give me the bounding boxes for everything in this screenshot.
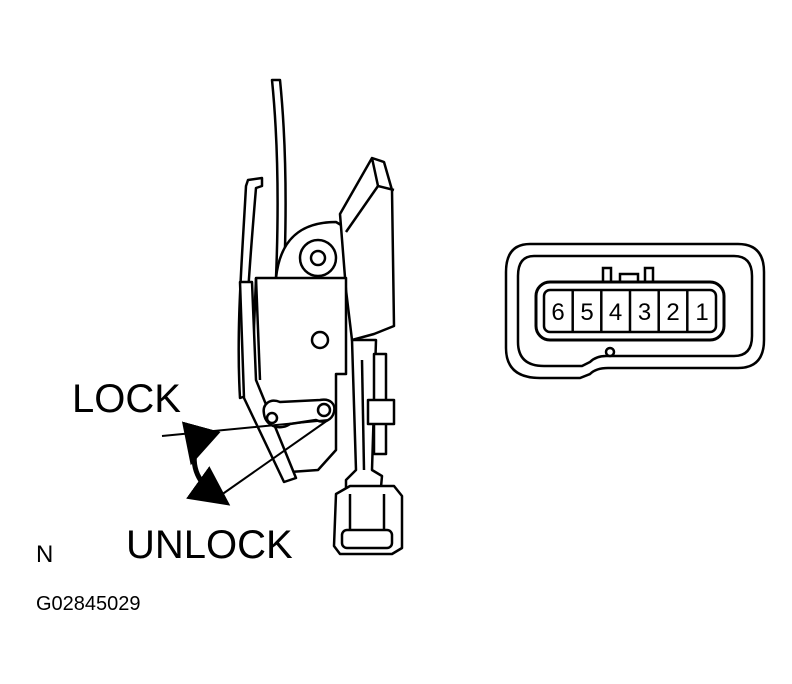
unlock-position-line — [213, 419, 329, 501]
lever-pin — [316, 402, 332, 418]
lock-plate — [238, 280, 298, 484]
pin-label: 1 — [695, 299, 708, 326]
connector-pin-numbers: 6 5 4 3 2 1 — [551, 299, 708, 326]
keying-dot — [604, 346, 616, 358]
connector-face — [504, 242, 766, 380]
pin-label: 4 — [609, 299, 622, 326]
pin-label: 6 — [551, 299, 564, 326]
figure-code: G02845029 — [36, 593, 141, 615]
pin-label: 3 — [638, 299, 651, 326]
pin-label: 2 — [666, 299, 679, 326]
latch-tab-right — [643, 266, 655, 284]
lock-label: LOCK — [72, 377, 181, 421]
latch-tab-left — [601, 266, 613, 284]
door-lock-assembly — [237, 78, 404, 556]
bracket-plate — [338, 156, 396, 342]
view-letter: N — [36, 541, 53, 568]
position-lines — [161, 419, 329, 506]
body-hole — [310, 330, 330, 350]
pin-label: 5 — [580, 299, 593, 326]
lock-unlock-arrow — [181, 421, 231, 506]
lever-pivot — [265, 411, 279, 425]
unlock-label: UNLOCK — [126, 523, 293, 567]
